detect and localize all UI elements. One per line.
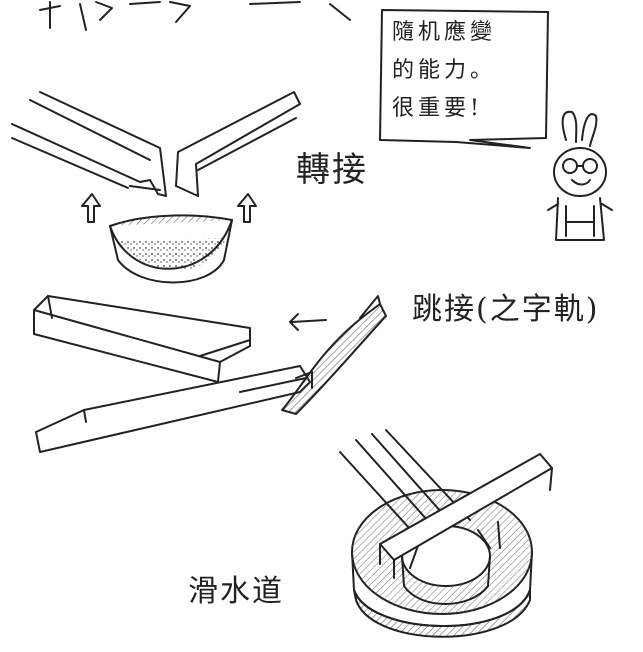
- bubble-line-3: 很重要!: [392, 96, 483, 121]
- zhuan-jie-label: 轉接: [296, 150, 368, 190]
- bubble-line-1: 隨机應變: [392, 20, 497, 45]
- hua-shui-dao-diagram: [339, 429, 553, 638]
- tiao-jie-diagram: [33, 295, 387, 453]
- bubble-line-2: 的能力。: [392, 58, 497, 83]
- title-scribble: [39, 1, 351, 31]
- speech-bubble-outline: [379, 9, 549, 149]
- tiao-jie-label: 跳接(之字軌): [412, 292, 600, 327]
- zhuan-jie-diagram: [11, 91, 301, 284]
- rabbit-character: [547, 110, 613, 241]
- speech-bubble-text: 隨机應變 的能力。 很重要!: [392, 14, 542, 128]
- hua-shui-dao-label: 滑水道: [188, 574, 284, 609]
